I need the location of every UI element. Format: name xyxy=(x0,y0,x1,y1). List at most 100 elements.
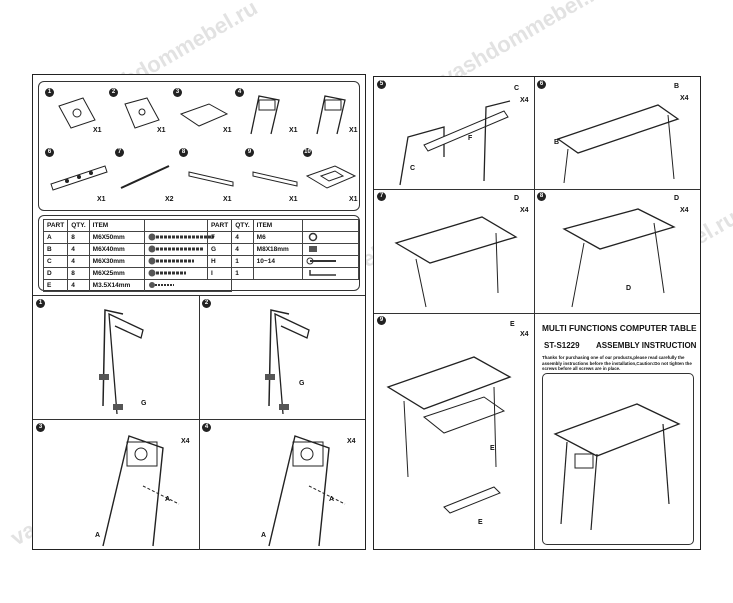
part-label: E xyxy=(490,445,495,452)
step-number-badge: 6 xyxy=(537,80,546,89)
quantity-label: X4 xyxy=(680,207,689,214)
parts-grid-panel: 1 X1 2 X1 3 X1 4 X1 X1 6 X1 7 X2 8 X1 9 … xyxy=(38,81,360,211)
model-number: ST-S1229 xyxy=(544,341,580,350)
step-number-badge: 1 xyxy=(36,299,45,308)
part-label: F xyxy=(468,135,473,142)
part-label: B xyxy=(554,139,560,146)
allen-key-icon xyxy=(309,269,337,276)
part-number-badge: 10 xyxy=(303,148,312,157)
rod-icon xyxy=(120,165,170,189)
table-icon xyxy=(553,403,681,531)
intro-text: Thanks for purchasing one of our product… xyxy=(542,355,692,372)
part-label: B xyxy=(674,83,680,90)
step-number-badge: 2 xyxy=(202,299,211,308)
finished-table-illustration xyxy=(542,373,694,545)
quantity-label: X4 xyxy=(520,331,529,338)
bolt-icon xyxy=(148,269,186,276)
part-label: C xyxy=(514,85,520,92)
corner-plate-icon xyxy=(124,97,160,129)
step-7-panel: 7 D X4 xyxy=(374,189,535,314)
part-label: A xyxy=(95,532,101,539)
col-part: PART xyxy=(42,219,69,232)
step-3-panel: 3 A A X4 xyxy=(33,419,200,550)
part-label: G xyxy=(299,380,305,387)
part-number-badge: 9 xyxy=(245,148,254,157)
right-instruction-sheet: 5 C X4 F C 6 B X4 B 7 D X4 8 D X4 D 9 E … xyxy=(373,76,701,550)
glass-top-mount-icon xyxy=(562,208,676,308)
step-8-panel: 8 D X4 D xyxy=(534,189,700,314)
part-qty: X1 xyxy=(349,127,358,134)
step-number-badge: 7 xyxy=(377,192,386,201)
part-label: A xyxy=(165,496,171,503)
part-label: D xyxy=(674,195,680,202)
part-label: D xyxy=(514,195,520,202)
part-label: E xyxy=(510,321,515,328)
quantity-label: X4 xyxy=(520,207,529,214)
part-number-badge: 3 xyxy=(173,88,182,97)
nut-icon xyxy=(309,232,318,241)
bolt-icon xyxy=(148,233,214,240)
glass-top-icon xyxy=(179,103,229,127)
quantity-label: X4 xyxy=(680,95,689,102)
col-qty: QTY. xyxy=(67,219,90,232)
step-number-badge: 8 xyxy=(537,192,546,201)
foot-icon xyxy=(309,245,318,252)
step-number-badge: 4 xyxy=(202,423,211,432)
keyboard-tray-icon xyxy=(305,165,357,189)
part-label: A xyxy=(329,496,335,503)
crossbar-icon xyxy=(50,165,108,191)
slide-rail-icon xyxy=(252,171,298,187)
part-label: A xyxy=(261,532,267,539)
document-title: MULTI FUNCTIONS COMPUTER TABLE xyxy=(542,323,697,333)
keyboard-tray-install-icon xyxy=(386,356,512,514)
slide-rail-icon xyxy=(188,171,234,187)
part-qty: X1 xyxy=(223,196,232,203)
step-2-panel: 2 G xyxy=(199,295,365,420)
part-number-badge: 1 xyxy=(45,88,54,97)
step-1-panel: 1 G xyxy=(33,295,200,420)
bolt-icon xyxy=(148,257,194,264)
frame-join-icon xyxy=(399,100,511,186)
part-qty: X1 xyxy=(97,196,106,203)
part-qty: X1 xyxy=(157,127,166,134)
part-number-badge: 2 xyxy=(109,88,118,97)
leg-assembly-icon xyxy=(99,309,144,415)
document-subtitle: ASSEMBLY INSTRUCTION xyxy=(596,341,697,350)
step-5-panel: 5 C X4 F C xyxy=(374,77,535,190)
leg-frame-icon xyxy=(250,95,280,135)
wrench-icon xyxy=(306,257,337,264)
part-qty: X1 xyxy=(289,127,298,134)
part-number-badge: 8 xyxy=(179,148,188,157)
frame-bolting-icon xyxy=(102,435,180,547)
part-number-badge: 4 xyxy=(235,88,244,97)
step-number-badge: 9 xyxy=(377,316,386,325)
quantity-label: X4 xyxy=(347,438,356,445)
left-instruction-sheet: 1 X1 2 X1 3 X1 4 X1 X1 6 X1 7 X2 8 X1 9 … xyxy=(32,74,366,550)
part-qty: X1 xyxy=(93,127,102,134)
part-label: C xyxy=(410,165,416,172)
frame-bolting-icon xyxy=(268,435,346,547)
bolt-icon xyxy=(148,245,204,252)
part-qty: X2 xyxy=(165,196,174,203)
step-4-panel: 4 A A X4 xyxy=(199,419,365,550)
part-qty: X1 xyxy=(223,127,232,134)
quantity-label: X4 xyxy=(520,97,529,104)
screw-icon xyxy=(148,281,174,288)
part-label: E xyxy=(478,519,483,526)
part-number-badge: 7 xyxy=(115,148,124,157)
glass-top-mount-icon xyxy=(394,216,518,308)
quantity-label: X4 xyxy=(181,438,190,445)
corner-plate-icon xyxy=(58,97,96,129)
frame-join-icon xyxy=(556,104,680,184)
part-qty: X1 xyxy=(289,196,298,203)
step-6-panel: 6 B X4 B xyxy=(534,77,700,190)
